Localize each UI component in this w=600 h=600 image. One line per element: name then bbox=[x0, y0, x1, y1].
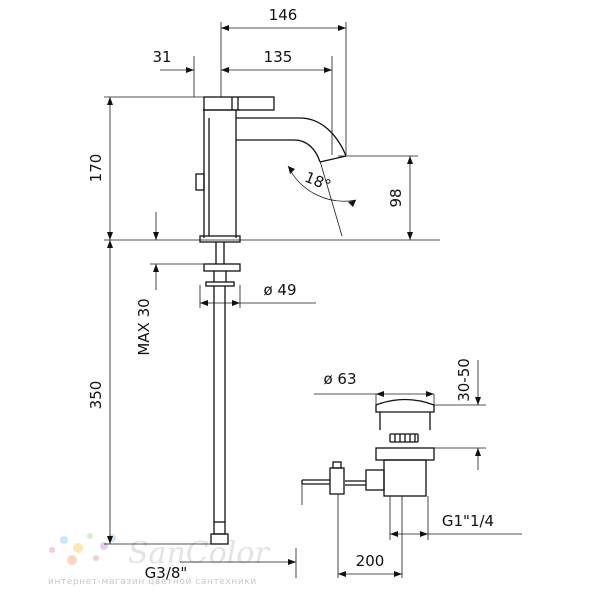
dim-body-offset: 31 bbox=[152, 48, 171, 66]
dim-spout-outlet-height: 98 bbox=[387, 188, 405, 207]
rod-clamp bbox=[329, 467, 345, 495]
dim-body-height: 170 bbox=[87, 154, 105, 183]
faucet-spout-top bbox=[236, 117, 347, 157]
watermark-dot bbox=[49, 547, 55, 553]
watermark-tagline: интернет-магазин цветной сантехники bbox=[48, 577, 257, 587]
dim-drain-range: 30-50 bbox=[455, 358, 473, 402]
extension-lines bbox=[104, 22, 486, 578]
faucet-base bbox=[199, 235, 241, 243]
watermark-dot bbox=[67, 555, 77, 565]
dim-hose-thread: G3/8" bbox=[145, 564, 188, 582]
dimension-labels: 146 31 135 170 18° 98 MAX 30 ø 49 350 G3… bbox=[87, 6, 494, 582]
fixing-nut bbox=[203, 263, 241, 272]
dim-drain-cap-diameter: ø 63 bbox=[323, 370, 356, 388]
faucet bbox=[195, 96, 347, 545]
dim-hose-length: 350 bbox=[87, 381, 105, 410]
faucet-lever bbox=[203, 96, 275, 111]
dim-spout-reach: 135 bbox=[264, 48, 293, 66]
dim-drain-thread: G1"1/4 bbox=[442, 512, 494, 530]
drain-assembly bbox=[301, 398, 435, 497]
watermark-dot bbox=[60, 536, 68, 544]
watermark-dot bbox=[93, 555, 99, 561]
watermark-dot bbox=[100, 542, 108, 550]
drain-body bbox=[383, 459, 427, 497]
drain-cap bbox=[375, 398, 435, 413]
watermark-dot bbox=[87, 533, 93, 539]
drain-side-port bbox=[365, 469, 385, 491]
dimension-lines bbox=[107, 25, 522, 578]
drain-nut bbox=[375, 447, 435, 461]
watermark-brand: SanColor bbox=[128, 536, 270, 571]
hose-connector bbox=[213, 521, 226, 535]
watermark-dots bbox=[49, 533, 116, 565]
pop-up-knob bbox=[195, 173, 205, 191]
dim-overall-width: 146 bbox=[269, 6, 298, 24]
watermark-dot bbox=[73, 543, 83, 553]
dim-base-diameter: ø 49 bbox=[263, 281, 296, 299]
dim-rod-length: 200 bbox=[356, 552, 385, 570]
faucet-spout-bottom bbox=[236, 139, 321, 163]
watermark: SanColor интернет-магазин цветной сантех… bbox=[48, 533, 270, 587]
dim-max-deck-thickness: MAX 30 bbox=[135, 298, 153, 355]
drain-slot bbox=[389, 433, 419, 443]
